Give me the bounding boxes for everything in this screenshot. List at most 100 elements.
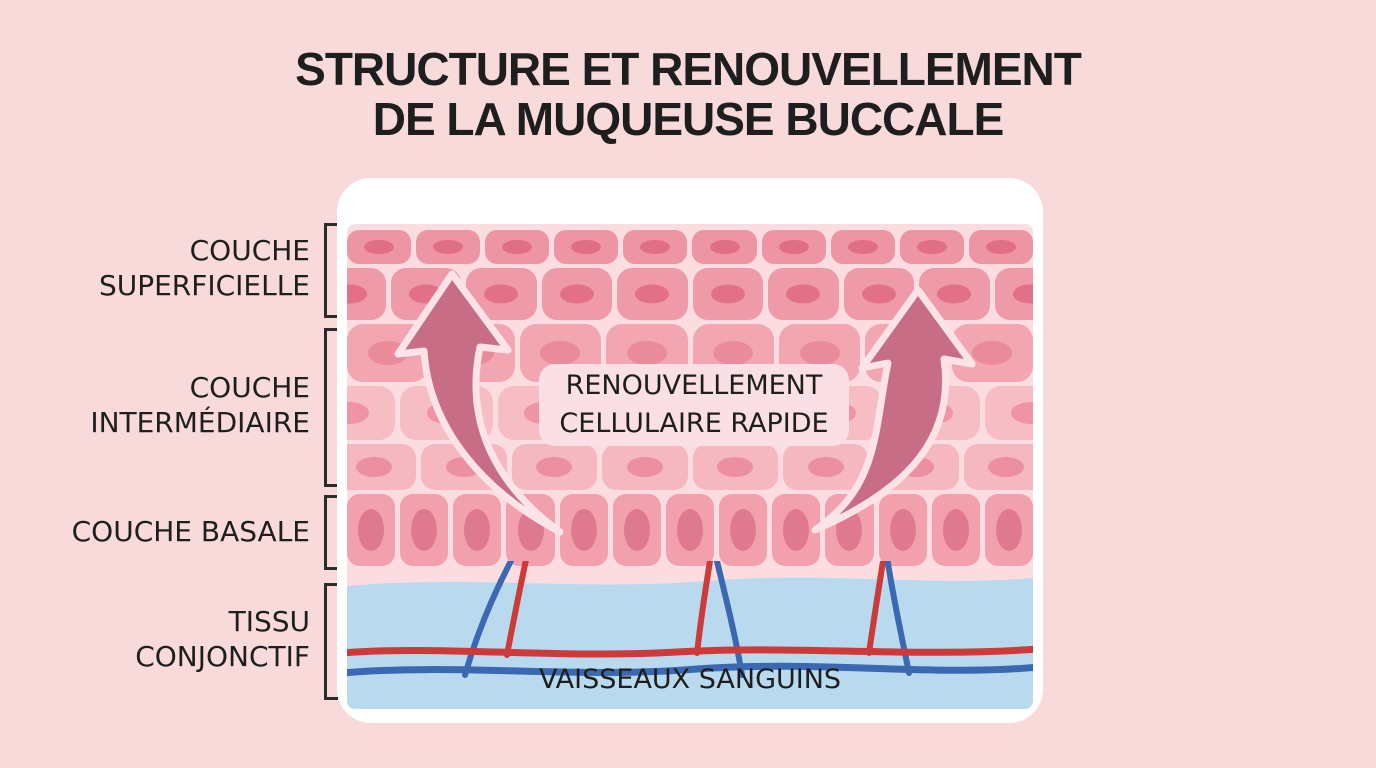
label-line: CONJONCTIF: [135, 640, 310, 673]
epithelial-cell: [665, 494, 715, 566]
epithelial-cell: [994, 268, 1033, 320]
epithelial-cell: [347, 268, 386, 320]
epithelial-cell: [347, 444, 417, 490]
cell-nucleus: [988, 457, 1025, 477]
cell-nucleus: [799, 341, 840, 365]
cell-nucleus: [972, 341, 1013, 365]
cell-nucleus: [709, 240, 740, 254]
epithelial-cell: [878, 494, 927, 566]
epithelial-cell: [692, 230, 757, 264]
cell-nucleus: [985, 240, 1016, 254]
label-tissu-conjonctif: TISSU CONJONCTIF: [0, 604, 310, 674]
cell-nucleus: [623, 509, 650, 551]
cell-nucleus: [1012, 284, 1033, 304]
cell-nucleus: [717, 457, 754, 477]
epithelial-cell: [347, 230, 412, 264]
vein-blue-vessel: [347, 662, 1033, 677]
cell-nucleus: [358, 509, 385, 551]
epithelial-cell: [968, 230, 1033, 264]
cell-nucleus: [570, 509, 597, 551]
cell-nucleus: [861, 284, 896, 304]
cell-nucleus: [942, 509, 969, 551]
label-line: COUCHE: [189, 371, 310, 404]
annotation-line1: RENOUVELLEMENT: [565, 370, 823, 401]
label-couche-superficielle: COUCHE SUPERFICIELLE: [0, 233, 310, 303]
cell-nucleus: [889, 509, 916, 551]
epithelial-cell: [768, 268, 839, 320]
epithelial-cell: [623, 230, 688, 264]
cell-nucleus: [786, 284, 821, 304]
cell-nucleus: [710, 284, 745, 304]
annotation-line2: CELLULAIRE RAPIDE: [559, 408, 829, 439]
cell-nucleus: [571, 240, 602, 254]
renewal-arrows: [394, 270, 976, 536]
cell-nucleus: [355, 457, 392, 477]
epithelial-cell: [761, 230, 826, 264]
epithelial-cell: [719, 494, 768, 566]
bracket-basale: [324, 495, 338, 570]
cell-nucleus: [540, 341, 581, 365]
cell-nucleus: [626, 341, 667, 365]
bracket-superficielle: [324, 223, 338, 318]
epithelial-cell: [951, 324, 1033, 382]
up-arrow-right-icon: [811, 286, 976, 534]
label-line: INTERMÉDIAIRE: [90, 406, 310, 439]
cell-row-superficielle: [347, 230, 1033, 264]
cell-nucleus: [502, 240, 533, 254]
cell-nucleus: [640, 240, 671, 254]
cell-nucleus: [807, 457, 844, 477]
cell-nucleus: [364, 240, 395, 254]
cell-nucleus: [847, 240, 878, 254]
up-arrow-left-icon: [394, 270, 564, 536]
cell-nucleus: [464, 509, 491, 551]
cell-nucleus: [916, 240, 947, 254]
diagram-card: RENOUVELLEMENT CELLULAIRE RAPIDE VAISSEA…: [337, 178, 1043, 723]
label-line: TISSU: [228, 605, 310, 638]
cell-nucleus: [995, 509, 1022, 551]
cell-nucleus: [730, 509, 757, 551]
label-couche-intermediaire: COUCHE INTERMÉDIAIRE: [0, 370, 310, 440]
cell-nucleus: [635, 284, 670, 304]
epithelial-cell: [692, 444, 778, 490]
cell-row-basale: [347, 494, 1033, 566]
cell-nucleus: [484, 284, 519, 304]
cell-nucleus: [559, 284, 594, 304]
label-line: COUCHE: [189, 234, 310, 267]
page-title: STRUCTURE ET RENOUVELLEMENT DE LA MUQUEU…: [0, 44, 1376, 144]
epithelial-cell: [347, 494, 396, 566]
epithelial-cell: [984, 494, 1033, 566]
cell-nucleus: [783, 509, 810, 551]
epithelial-cell: [541, 268, 612, 320]
label-couche-basale: COUCHE BASALE: [0, 514, 310, 549]
epithelial-cell: [602, 444, 688, 490]
cell-nucleus: [347, 284, 368, 304]
epithelial-cell: [511, 444, 598, 490]
epithelial-cell: [554, 230, 619, 264]
cell-nucleus: [347, 402, 370, 424]
vessels-label: VAISSEAUX SANGUINS: [538, 664, 842, 695]
epithelial-cell: [416, 230, 481, 264]
bracket-intermediaire: [324, 328, 338, 487]
epithelial-cell: [830, 230, 895, 264]
page-title-line1: STRUCTURE ET RENOUVELLEMENT: [295, 43, 1082, 95]
cell-nucleus: [433, 240, 464, 254]
cell-row-superficielle: [347, 268, 1033, 320]
epithelial-cell: [692, 268, 763, 320]
cell-nucleus: [778, 240, 809, 254]
bracket-conjonctif: [324, 583, 338, 700]
epithelial-cell: [485, 230, 550, 264]
connective-tissue-layer: [347, 561, 1033, 709]
mucosa-diagram: RENOUVELLEMENT CELLULAIRE RAPIDE VAISSEA…: [347, 224, 1033, 709]
cell-nucleus: [677, 509, 704, 551]
cell-nucleus: [411, 509, 438, 551]
cell-nucleus: [626, 457, 663, 477]
epithelial-cell: [400, 494, 449, 566]
epithelial-cell: [559, 494, 608, 566]
cell-nucleus: [536, 457, 573, 477]
page-title-line2: DE LA MUQUEUSE BUCCALE: [372, 93, 1005, 145]
cell-nucleus: [713, 341, 754, 365]
label-line: COUCHE BASALE: [71, 515, 310, 548]
cell-nucleus: [1010, 402, 1033, 424]
epithelial-cell: [453, 494, 502, 566]
